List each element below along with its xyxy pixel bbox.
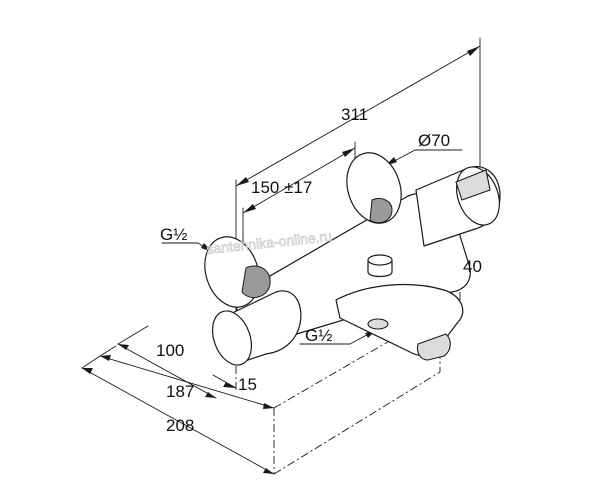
dim-208-ext-left <box>81 355 101 369</box>
dim-100-arrow-left <box>118 344 129 350</box>
eccentric-back-nut <box>369 197 393 224</box>
dim-187-arrow-right <box>263 403 274 409</box>
label-inlet-depth: 100 <box>156 341 184 360</box>
shower-outlet-connection <box>367 318 389 330</box>
dim-311-arrow-right <box>467 46 480 56</box>
dim-208-line <box>81 367 275 475</box>
dim-187-ext-left <box>99 345 117 357</box>
label-inlet-spacing: 150 ±17 <box>251 178 312 197</box>
label-outlet-thread: G½ <box>305 326 332 345</box>
eccentric-front-nut <box>241 265 271 299</box>
dim-100-line <box>117 343 217 399</box>
label-overall-length: 311 <box>341 105 368 124</box>
dim-150-line <box>242 147 356 214</box>
dim-311-line <box>235 45 481 187</box>
diverter-knob-top <box>367 254 393 266</box>
dim-15-arrow <box>223 382 236 388</box>
dim-311-arrow-left <box>236 177 249 186</box>
dim-150-arrow-left <box>243 204 256 213</box>
dim-150-arrow-right <box>342 148 355 157</box>
dim-208-arrow-left <box>82 368 93 374</box>
spout-outlet <box>416 333 451 361</box>
dim-187-line <box>99 355 275 409</box>
label-outlet-depth: 187 <box>166 382 194 401</box>
flow-handle-cap <box>211 310 253 366</box>
dim-100-ext-left <box>117 325 149 345</box>
label-offset: 15 <box>238 375 257 394</box>
label-total-depth: 208 <box>166 416 194 435</box>
dim-187-arrow-left <box>100 355 111 361</box>
mixer-body <box>204 152 501 366</box>
dimension-labels: 311 Ø70 150 ±17 40 G½ G½ 100 187 15 208 <box>156 105 482 435</box>
dim-208-arrow-right <box>263 468 274 474</box>
label-height: 40 <box>463 257 482 276</box>
thermostat-handle-grip <box>455 169 491 201</box>
label-knob-diameter: Ø70 <box>418 131 450 150</box>
label-inlet-thread: G½ <box>160 225 187 244</box>
dim-100-arrow-right <box>205 392 216 398</box>
